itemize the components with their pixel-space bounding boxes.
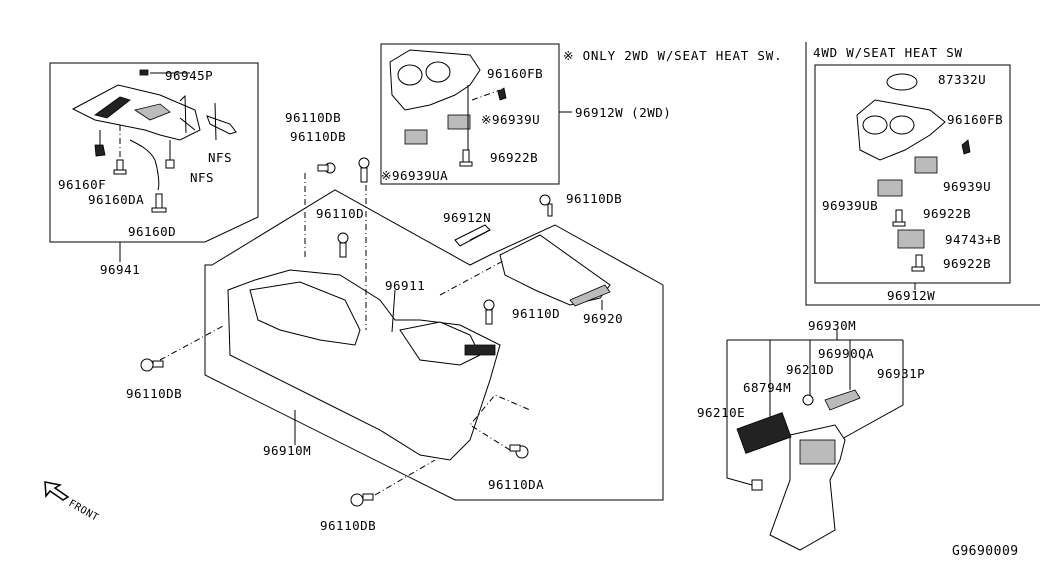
console-body-group xyxy=(140,157,664,507)
label-96160F: 96160F xyxy=(58,177,106,192)
cup-holder-2wd-group xyxy=(380,43,572,185)
label-96110D-mid: 96110D xyxy=(512,306,560,321)
4wd-outer-frame xyxy=(805,42,1040,306)
label-87332U: 87332U xyxy=(938,72,986,87)
title-4wd: 4WD W/SEAT HEAT SW xyxy=(813,45,963,60)
label-96210D: 96210D xyxy=(786,362,834,377)
label-96912W-2wd: 96912W (2WD) xyxy=(575,105,671,120)
label-96922B-4wd-2: 96922B xyxy=(943,256,991,271)
label-96110DB-lid: 96110DB xyxy=(566,191,622,206)
label-nfs-1: NFS xyxy=(208,150,232,165)
label-96110DB-top-2: 96110DB xyxy=(290,129,346,144)
label-96160FB-4wd: 96160FB xyxy=(947,112,1003,127)
front-arrow-icon xyxy=(44,481,70,501)
shift-panel-frame xyxy=(49,62,259,243)
front-arrow xyxy=(44,481,70,501)
label-96110DA: 96110DA xyxy=(488,477,544,492)
cup-holder-2wd-frame xyxy=(380,43,560,185)
label-96930M: 96930M xyxy=(808,318,856,333)
label-96160DA: 96160DA xyxy=(88,192,144,207)
shift-panel-group xyxy=(49,62,259,262)
front-label: FRONT xyxy=(67,498,101,524)
label-96912W-4wd: 96912W xyxy=(887,288,935,303)
label-96110DB-top-1: 96110DB xyxy=(285,110,341,125)
label-96910M: 96910M xyxy=(263,443,311,458)
label-96990QA: 96990QA xyxy=(818,346,874,361)
label-96110DB-bottom: 96110DB xyxy=(320,518,376,533)
label-96941: 96941 xyxy=(100,262,140,277)
label-96931P: 96931P xyxy=(877,366,925,381)
label-96939U-4wd: 96939U xyxy=(943,179,991,194)
console-frame xyxy=(204,189,664,501)
note-only-2wd: ※ ONLY 2WD W/SEAT HEAT SW. xyxy=(563,48,782,63)
label-96912N: 96912N xyxy=(443,210,491,225)
label-96210E: 96210E xyxy=(697,405,745,420)
4wd-inner-frame xyxy=(814,64,1011,284)
vent-grille xyxy=(736,412,792,454)
label-96160FB-2wd: 96160FB xyxy=(487,66,543,81)
label-96110DB-left: 96110DB xyxy=(126,386,182,401)
label-96911: 96911 xyxy=(385,278,425,293)
label-96110D-top: 96110D xyxy=(316,206,364,221)
label-96922B-4wd-1: 96922B xyxy=(923,206,971,221)
label-68794M: 68794M xyxy=(743,380,791,395)
diagram-code: G9690009 xyxy=(952,544,1019,559)
label-96939U-2wd: ※96939U xyxy=(481,112,540,127)
label-96939UB: 96939UB xyxy=(822,198,878,213)
label-96920: 96920 xyxy=(583,311,623,326)
label-94743B: 94743+B xyxy=(945,232,1001,247)
label-96922B-2wd: 96922B xyxy=(490,150,538,165)
cup-holder-4wd-group xyxy=(805,42,1040,306)
label-96945P: 96945P xyxy=(165,68,213,83)
label-nfs-2: NFS xyxy=(190,170,214,185)
rear-finisher-group xyxy=(726,330,904,551)
shift-panel-drawing xyxy=(71,84,201,141)
label-96939UA: ※96939UA xyxy=(381,168,448,183)
label-96160D: 96160D xyxy=(128,224,176,239)
